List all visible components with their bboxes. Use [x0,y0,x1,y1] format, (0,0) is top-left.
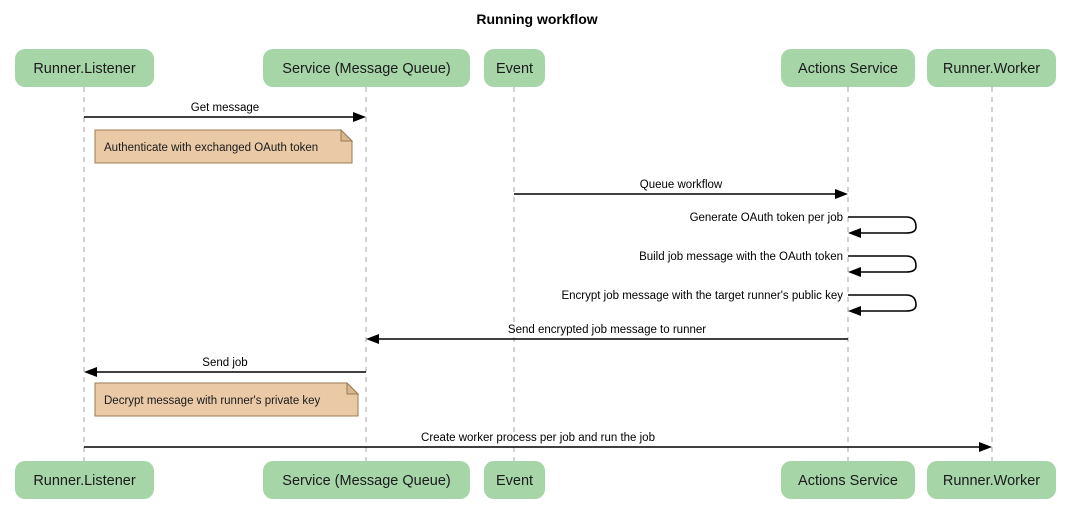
message-send-encrypted-job-message-to-runner[interactable]: Send encrypted job message to runner [366,324,848,344]
message-get-message[interactable]: Get message [84,102,366,122]
note-authenticate-note: Authenticate with exchanged OAuth token [94,128,354,164]
message-create-worker-process-per-job-and-run-the-job[interactable]: Create worker process per job and run th… [84,432,992,452]
participant-box[interactable] [781,461,915,499]
note-shape [94,129,353,164]
participant-label: Runner.Listener [33,61,136,77]
arrowhead-icon [835,189,848,199]
note-shape [94,382,359,417]
participant-runner-worker-top[interactable]: Runner.Worker [927,49,1056,87]
participant-box[interactable] [15,49,154,87]
participant-runner-worker-bottom[interactable]: Runner.Worker [927,461,1056,499]
note-fold-corner-icon [346,381,360,395]
arrowhead-icon [848,228,861,238]
page-title: Running workflow [476,11,597,27]
participant-box[interactable] [263,461,470,499]
message-label: Create worker process per job and run th… [421,432,655,444]
arrowhead-icon [979,442,992,452]
participant-runner-listener-bottom[interactable]: Runner.Listener [15,461,154,499]
participant-label: Runner.Worker [943,61,1040,77]
participant-label: Actions Service [798,473,898,489]
message-label: Send encrypted job message to runner [508,324,706,336]
lifelines-layer [83,87,993,461]
participant-box[interactable] [927,461,1056,499]
participant-box[interactable] [484,49,545,87]
self-message-loop [848,294,917,312]
message-label: Send job [202,357,247,369]
participant-box[interactable] [927,49,1056,87]
arrowhead-icon [848,306,861,316]
message-label: Encrypt job message with the target runn… [561,290,843,302]
message-label: Build job message with the OAuth token [639,251,843,263]
message-send-job[interactable]: Send job [84,357,366,377]
participant-box[interactable] [781,49,915,87]
participants-bottom: Runner.Listener Service (Message Queue) … [15,461,1056,499]
participant-actions-service-top[interactable]: Actions Service [781,49,915,87]
participant-label: Service (Message Queue) [282,61,450,77]
message-encrypt-job-message-with-the-target-runners-public-key[interactable]: Encrypt job message with the target runn… [561,290,917,316]
participant-actions-service-bottom[interactable]: Actions Service [781,461,915,499]
note-fold-corner-icon [340,128,354,142]
participant-label: Event [496,61,533,77]
participant-runner-listener-top[interactable]: Runner.Listener [15,49,154,87]
message-label: Queue workflow [640,179,723,191]
participant-label: Event [496,473,533,489]
arrowhead-icon [848,267,861,277]
message-label: Generate OAuth token per job [690,212,843,224]
participants-top: Runner.Listener Service (Message Queue) … [15,49,1056,87]
arrowhead-icon [353,112,366,122]
participant-box[interactable] [263,49,470,87]
message-label: Get message [191,102,259,114]
participant-label: Runner.Listener [33,473,136,489]
message-generate-oauth-token-per-job[interactable]: Generate OAuth token per job [690,212,917,238]
participant-service-message-queue-bottom[interactable]: Service (Message Queue) [263,461,470,499]
self-message-loop [848,216,917,234]
participant-service-message-queue-top[interactable]: Service (Message Queue) [263,49,470,87]
participant-event-top[interactable]: Event [484,49,545,87]
participant-box[interactable] [15,461,154,499]
participant-event-bottom[interactable]: Event [484,461,545,499]
note-label: Decrypt message with runner's private ke… [104,395,321,407]
participant-box[interactable] [484,461,545,499]
note-label: Authenticate with exchanged OAuth token [104,142,318,154]
participant-label: Actions Service [798,61,898,77]
self-message-loop [848,255,917,273]
arrowhead-icon [366,334,379,344]
arrowhead-icon [84,367,97,377]
note-decrypt-note: Decrypt message with runner's private ke… [94,381,360,417]
participant-label: Runner.Worker [943,473,1040,489]
participant-label: Service (Message Queue) [282,473,450,489]
message-build-job-message-with-the-oauth-token[interactable]: Build job message with the OAuth token [639,251,917,277]
message-queue-workflow[interactable]: Queue workflow [514,179,848,199]
